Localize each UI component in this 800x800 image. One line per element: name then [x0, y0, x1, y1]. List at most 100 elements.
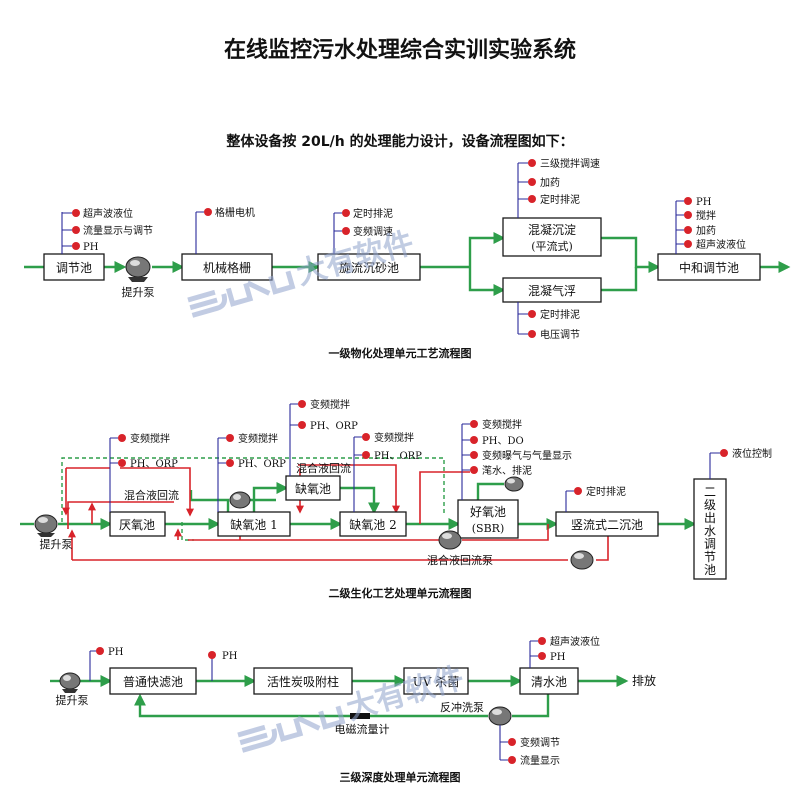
sensor-label: 变频调速: [353, 225, 393, 238]
sensor-label: 变频搅拌: [310, 398, 350, 411]
tank-coag-sed-label: 混凝沉淀: [528, 222, 576, 237]
return-pump[interactable]: [438, 530, 462, 550]
sensor-dot: [118, 434, 126, 442]
sensor-label: PH、ORP: [130, 459, 178, 470]
lift-pump-3-label: 提升泵: [56, 694, 89, 707]
stage2-caption: 二级生化工艺处理单元流程图: [329, 586, 472, 600]
sensor-label: PH: [696, 197, 712, 208]
tank-aerobic-label: 好氧池: [470, 505, 506, 519]
sensor-dot: [508, 756, 516, 764]
tank-carbon: [253, 667, 353, 695]
lift-pump-2[interactable]: [34, 514, 58, 537]
tank-anoxic2: [339, 511, 407, 537]
tank-anaerobic: [109, 511, 166, 537]
sensor-dot: [72, 226, 80, 234]
tank-equalization-label: 调节池: [56, 261, 92, 275]
sensor-dot: [298, 400, 306, 408]
mix-return-label-1: 混合液回流: [124, 488, 179, 502]
sensor-label: PH、ORP: [310, 421, 358, 432]
sludge-pump[interactable]: [570, 550, 594, 570]
stage2-return-lines: [62, 464, 609, 561]
tank-aerobic: [457, 499, 519, 539]
outlet-char: 调: [704, 537, 716, 551]
sensor-label: PH: [83, 242, 99, 253]
tank-uv-label: UV 杀菌: [413, 674, 460, 689]
sensor-dot: [470, 451, 478, 459]
sensor-dot: [684, 240, 692, 248]
outlet-char: 节: [704, 550, 716, 564]
sensor-dot: [574, 487, 582, 495]
sensor-dot: [538, 652, 546, 660]
tank-anaerobic-label: 厌氧池: [119, 518, 155, 532]
tank-anoxic-top-label: 缺氧池: [295, 481, 331, 496]
sensor-label: PH: [222, 651, 238, 662]
tank-anoxic1-label: 缺氧池 1: [230, 517, 277, 532]
lift-pump-1[interactable]: [125, 256, 151, 282]
sensor-dot: [226, 459, 234, 467]
tank-uv: [403, 667, 469, 695]
tank-neutral-label: 中和调节池: [679, 260, 739, 275]
sensor-label: 流量显示与调节: [83, 224, 153, 237]
sensor-label: 变频搅拌: [130, 432, 170, 445]
sensor-label: 格栅电机: [215, 206, 255, 219]
tank-coag-sed: [502, 217, 602, 257]
sensor-dot: [342, 209, 350, 217]
outlet-char: 水: [704, 524, 716, 538]
sensor-dot: [470, 420, 478, 428]
lift-pump-3[interactable]: [59, 672, 81, 693]
sensor-label: 变频曝气与气量显示: [482, 449, 572, 462]
mixer-pump[interactable]: [229, 491, 251, 509]
sensor-label: 搅拌: [696, 209, 716, 222]
return-pump-label: 混合液回流泵: [427, 553, 493, 567]
sensor-label: PH、ORP: [238, 459, 286, 470]
tank-outlet-label: 二 级 出 水 调 节 池: [704, 485, 716, 577]
sensor-dot: [342, 227, 350, 235]
sensor-label: 超声波液位: [83, 207, 133, 220]
stage1-flow-lines: [24, 232, 791, 296]
sensor-label: 变频搅拌: [238, 432, 278, 445]
sensor-label: 电压调节: [540, 328, 580, 341]
sensor-dot: [208, 651, 216, 659]
backwash-pump-label: 反冲洗泵: [440, 700, 484, 714]
sensor-label: 定时排泥: [540, 308, 580, 321]
tank-coag-float: [502, 277, 602, 303]
sensor-dot: [72, 242, 80, 250]
sensor-dot: [684, 211, 692, 219]
outlet-char: 级: [704, 498, 716, 512]
sensor-label: 定时排泥: [353, 207, 393, 220]
tank-coag-sed-sub: (平流式): [531, 239, 573, 253]
sensor-label: 定时排泥: [586, 485, 626, 498]
sensor-label: 滗水、排泥: [482, 464, 532, 477]
tank-clear-label: 清水池: [531, 675, 567, 689]
sensor-dot: [684, 197, 692, 205]
sensor-dot: [470, 436, 478, 444]
tank-anoxic1: [217, 511, 291, 537]
sensor-label: 定时排泥: [540, 193, 580, 206]
sensor-dot: [528, 159, 536, 167]
sensor-dot: [118, 459, 126, 467]
tank-screen-label: 机械格栅: [203, 260, 251, 275]
sensor-label: 超声波液位: [550, 635, 600, 648]
sensor-label: PH: [550, 652, 566, 663]
sensor-label: PH、DO: [482, 436, 524, 447]
tank-clear: [519, 667, 579, 695]
tank-coag-float-label: 混凝气浮: [528, 283, 576, 298]
tank-grit-label: 旋流沉砂池: [339, 261, 399, 275]
outlet-char: 出: [704, 511, 716, 525]
decant-pump[interactable]: [504, 476, 524, 492]
tank-clarifier-label: 竖流式二沉池: [571, 518, 643, 532]
mix-return-label-2: 混合液回流: [296, 461, 351, 475]
tank-clarifier: [555, 511, 659, 537]
flowmeter-bar: [350, 713, 370, 719]
lift-pump-2-label: 提升泵: [40, 538, 73, 551]
sensor-label: 变频搅拌: [374, 431, 414, 444]
backwash-pump[interactable]: [488, 706, 512, 726]
sensor-dot: [528, 330, 536, 338]
outlet-char: 池: [704, 563, 716, 577]
page-title: 在线监控污水处理综合实训实验系统: [224, 37, 576, 63]
sensor-label: 流量显示: [520, 754, 560, 767]
sensor-dot: [362, 451, 370, 459]
sensor-label: 三级搅拌调速: [540, 157, 600, 170]
sensor-label: 液位控制: [732, 447, 772, 460]
